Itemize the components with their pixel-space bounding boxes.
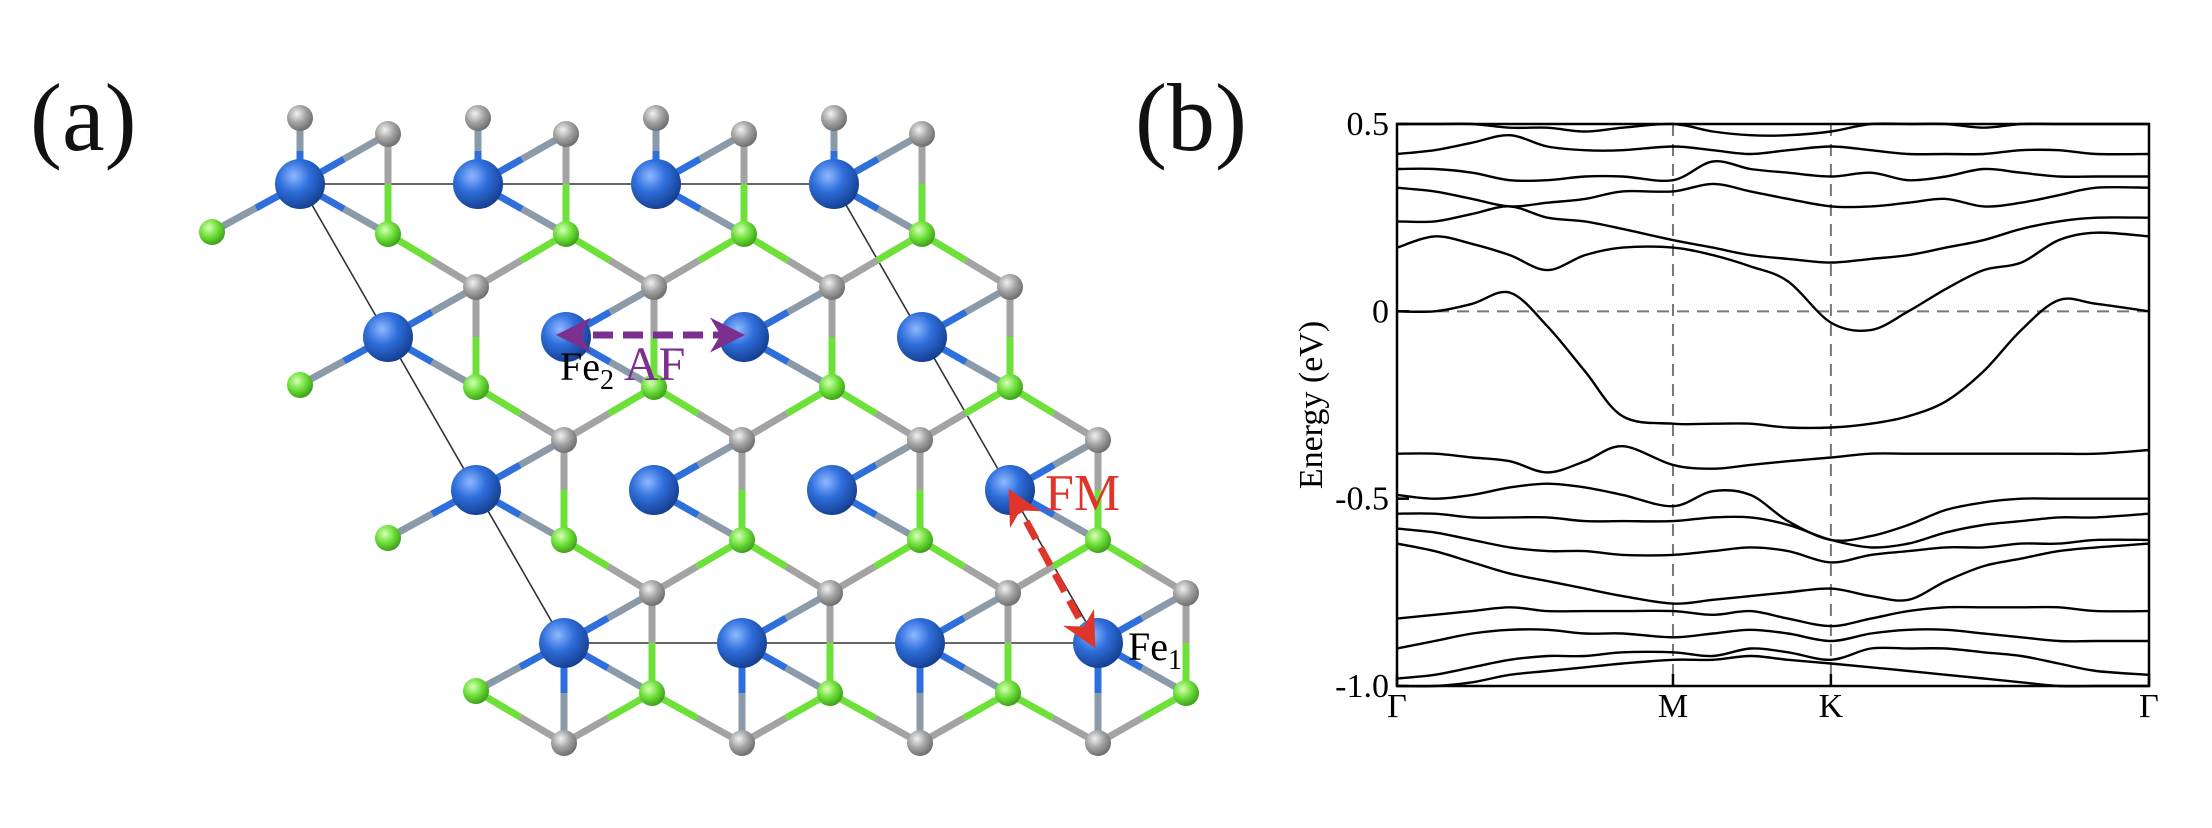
kpoint-label: Γ (2139, 688, 2159, 725)
kpoint-label: Γ (1387, 688, 1407, 725)
panel-label-b: (b) (1135, 64, 1247, 171)
green-atom (995, 680, 1021, 706)
band-line-1 (1396, 654, 2149, 688)
gray-atom (817, 580, 843, 606)
band-line-14 (1396, 160, 2149, 183)
kpoint-label: K (1819, 688, 1844, 725)
gray-atom (821, 105, 847, 131)
green-atom (463, 678, 489, 704)
iron-atom (809, 159, 859, 209)
gray-atom (729, 427, 755, 453)
gray-atom (463, 274, 489, 300)
y-axis-title: Energy (eV) (1293, 321, 1330, 489)
iron-atom (539, 618, 589, 668)
band-curves (1396, 122, 2150, 688)
green-atom (819, 374, 845, 400)
band-line-7 (1396, 512, 2150, 549)
gray-atom (907, 730, 933, 756)
gray-atom (465, 105, 491, 131)
gray-atom (729, 730, 755, 756)
gray-atom (641, 274, 667, 300)
gray-atom (997, 274, 1023, 300)
gray-atom (909, 121, 935, 147)
gray-atom (643, 105, 669, 131)
green-atom (997, 374, 1023, 400)
green-atom (1085, 527, 1111, 553)
band-line-10 (1396, 290, 2150, 430)
iron-atom (1073, 618, 1123, 668)
green-atom (641, 374, 667, 400)
gray-atom (995, 580, 1021, 606)
fe2-label: Fe2 (560, 344, 614, 396)
y-tick-label: -0.5 (1335, 481, 1389, 518)
green-atom (907, 527, 933, 553)
green-atom (287, 372, 313, 398)
gray-atom (551, 427, 577, 453)
iron-atom (717, 618, 767, 668)
fm-label: FM (1045, 465, 1120, 522)
gray-atom (639, 580, 665, 606)
fm-coupling-arrow (1008, 488, 1096, 649)
band-line-2 (1396, 646, 2150, 680)
iron-atom (451, 465, 501, 515)
iron-atom (629, 465, 679, 515)
band-line-9 (1396, 444, 2150, 474)
gray-atom (907, 427, 933, 453)
gray-atom (731, 121, 757, 147)
panel-b-band-structure: (b) 0.5 0 -0.5 -1.0 Γ M K Γ Energy (eV) (1135, 64, 2159, 725)
iron-atom (631, 159, 681, 209)
gray-atom (551, 730, 577, 756)
y-tick-label: -1.0 (1335, 668, 1389, 705)
iron-atom (275, 159, 325, 209)
kpoint-label: M (1658, 688, 1688, 725)
band-line-16 (1397, 122, 2149, 137)
iron-atom (453, 159, 503, 209)
fe1-label: Fe1 (1128, 624, 1182, 676)
green-atom (553, 221, 579, 247)
green-atom (551, 527, 577, 553)
gray-atom (1085, 730, 1111, 756)
band-line-13 (1396, 182, 2150, 209)
plot-frame (1395, 122, 2151, 688)
iron-atom (807, 465, 857, 515)
af-label: AF (624, 338, 685, 391)
green-atom (1173, 680, 1199, 706)
band-line-5 (1396, 542, 2150, 605)
iron-atom (895, 618, 945, 668)
band-line-8 (1396, 482, 2149, 542)
reference-lines (1397, 124, 2149, 686)
gray-atom (1085, 427, 1111, 453)
green-atom (375, 221, 401, 247)
band-line-3 (1396, 628, 2149, 650)
panel-a-crystal-structure: (a) Fe2 AF FM Fe1 (30, 64, 1199, 756)
band-line-6 (1396, 527, 2150, 564)
band-line-15 (1396, 133, 2150, 156)
gray-atom (1173, 580, 1199, 606)
y-axis-ticks: 0.5 0 -0.5 -1.0 (1335, 106, 1409, 705)
gray-atom (553, 121, 579, 147)
green-atom (199, 219, 225, 245)
iron-atom (985, 465, 1035, 515)
bond-network (210, 118, 1190, 747)
iron-atom (363, 312, 413, 362)
green-atom (463, 374, 489, 400)
y-tick-label: 0 (1372, 293, 1389, 330)
green-atom (731, 221, 757, 247)
y-tick-label: 0.5 (1347, 106, 1390, 143)
band-line-11 (1396, 231, 2150, 333)
iron-atom (897, 312, 947, 362)
panel-label-a: (a) (30, 64, 137, 171)
gray-atom (819, 274, 845, 300)
green-atom (909, 221, 935, 247)
gray-atom (287, 105, 313, 131)
green-atom (729, 527, 755, 553)
green-atom (817, 680, 843, 706)
atom-layer (199, 105, 1199, 756)
gray-atom (375, 121, 401, 147)
green-atom (639, 680, 665, 706)
green-atom (375, 525, 401, 551)
band-line-4 (1396, 605, 2150, 628)
